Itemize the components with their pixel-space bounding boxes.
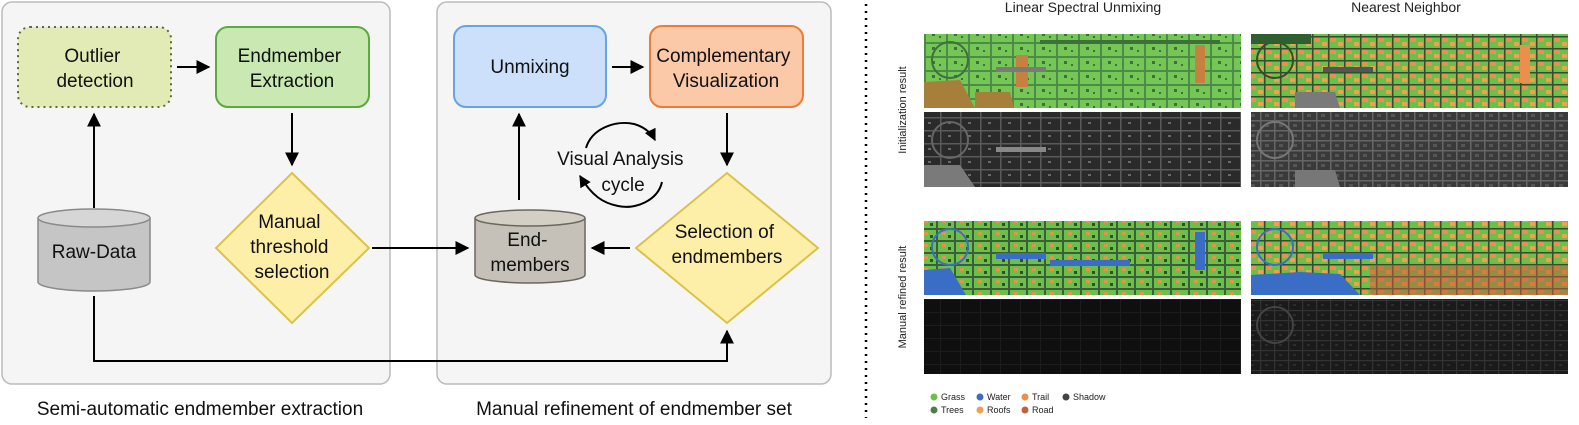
node-outlier-detection: Outlier detection bbox=[17, 26, 172, 108]
complementary-label-2: Visualization bbox=[673, 71, 779, 92]
arrow-rawdata-to-selection bbox=[93, 296, 734, 362]
node-raw-data: Raw-Data bbox=[37, 208, 151, 292]
row-label-refined: Manual refined result bbox=[897, 246, 909, 349]
legend-swatch-trees bbox=[930, 406, 938, 414]
selection-label-1: Selection of bbox=[675, 222, 775, 243]
svg-text:Endmember Extraction: Endmember Extraction bbox=[238, 46, 347, 92]
legend-label-trail: Trail bbox=[1032, 392, 1049, 402]
legend-swatch-roofs bbox=[976, 406, 984, 414]
outlier-label-1: Outlier bbox=[64, 46, 121, 67]
node-complementary-visualization: Complementary Visualization bbox=[649, 25, 804, 108]
svg-text:Manual threshold s: Manual threshold selection bbox=[250, 212, 333, 283]
node-endmember-extraction: Endmember Extraction bbox=[215, 26, 370, 108]
svg-text:End- members: End- members bbox=[490, 230, 569, 276]
visual-analysis-cycle: Visual Analysis cycle bbox=[557, 122, 689, 208]
legend-swatch-grass bbox=[930, 393, 938, 401]
image-lsu-refined-gray bbox=[924, 299, 1241, 374]
svg-text:Complementary Visualizat: Complementary Visualization bbox=[656, 46, 795, 92]
cycle-label-1: Visual Analysis bbox=[557, 149, 683, 170]
image-nn-refined-color bbox=[1251, 221, 1568, 295]
unmixing-label: Unmixing bbox=[490, 57, 569, 78]
legend-swatch-water bbox=[976, 393, 984, 401]
legend-swatch-trail bbox=[1021, 393, 1029, 401]
node-manual-threshold: Manual threshold selection bbox=[214, 171, 371, 325]
svg-text:Visual Analysis cycle: Visual Analysis cycle bbox=[557, 149, 689, 196]
flow-arrows bbox=[87, 60, 734, 362]
cycle-label-2: cycle bbox=[601, 175, 644, 196]
threshold-label-3: selection bbox=[255, 262, 330, 283]
extraction-label-1: Endmember bbox=[238, 46, 342, 67]
caption-manual-refinement: Manual refinement of endmember set bbox=[476, 399, 792, 420]
legend-label-trees: Trees bbox=[941, 405, 964, 415]
image-lsu-init-gray bbox=[924, 112, 1241, 187]
legend-label-water: Water bbox=[987, 392, 1011, 402]
row-label-initialization: Initialization result bbox=[897, 66, 909, 153]
legend-label-grass: Grass bbox=[941, 392, 966, 402]
extraction-label-2: Extraction bbox=[250, 71, 334, 92]
caption-semi-automatic: Semi-automatic endmember extraction bbox=[37, 399, 363, 420]
legend-swatch-road bbox=[1021, 406, 1029, 414]
complementary-label-1: Complementary bbox=[656, 46, 791, 67]
svg-text:Selection of endmembers: Selection of endmembers bbox=[672, 222, 783, 268]
raw-data-label: Raw-Data bbox=[52, 242, 137, 263]
image-nn-refined-gray bbox=[1251, 299, 1568, 374]
image-lsu-refined-color bbox=[924, 221, 1241, 295]
image-nn-init-gray bbox=[1251, 112, 1568, 187]
endmembers-label-2: members bbox=[490, 255, 569, 276]
selection-label-2: endmembers bbox=[672, 247, 783, 268]
svg-text:Outlier detection: Outlier detection bbox=[56, 46, 133, 92]
legend-label-shadow: Shadow bbox=[1073, 392, 1106, 402]
endmembers-label-1: End- bbox=[507, 230, 547, 251]
legend-label-roofs: Roofs bbox=[987, 405, 1011, 415]
threshold-label-2: threshold bbox=[250, 237, 328, 258]
node-unmixing: Unmixing bbox=[453, 25, 607, 108]
legend-label-road: Road bbox=[1032, 405, 1054, 415]
col-title-nearest: Nearest Neighbor bbox=[1351, 0, 1461, 15]
legend-swatch-shadow bbox=[1062, 393, 1070, 401]
outlier-label-2: detection bbox=[56, 71, 133, 92]
image-lsu-init-color bbox=[924, 34, 1241, 108]
col-title-linear: Linear Spectral Unmixing bbox=[1005, 0, 1161, 15]
image-nn-init-color bbox=[1251, 34, 1568, 108]
node-endmembers: End- members bbox=[474, 209, 586, 284]
threshold-label-1: Manual bbox=[258, 212, 320, 233]
node-selection-endmembers: Selection of endmembers bbox=[634, 171, 820, 325]
